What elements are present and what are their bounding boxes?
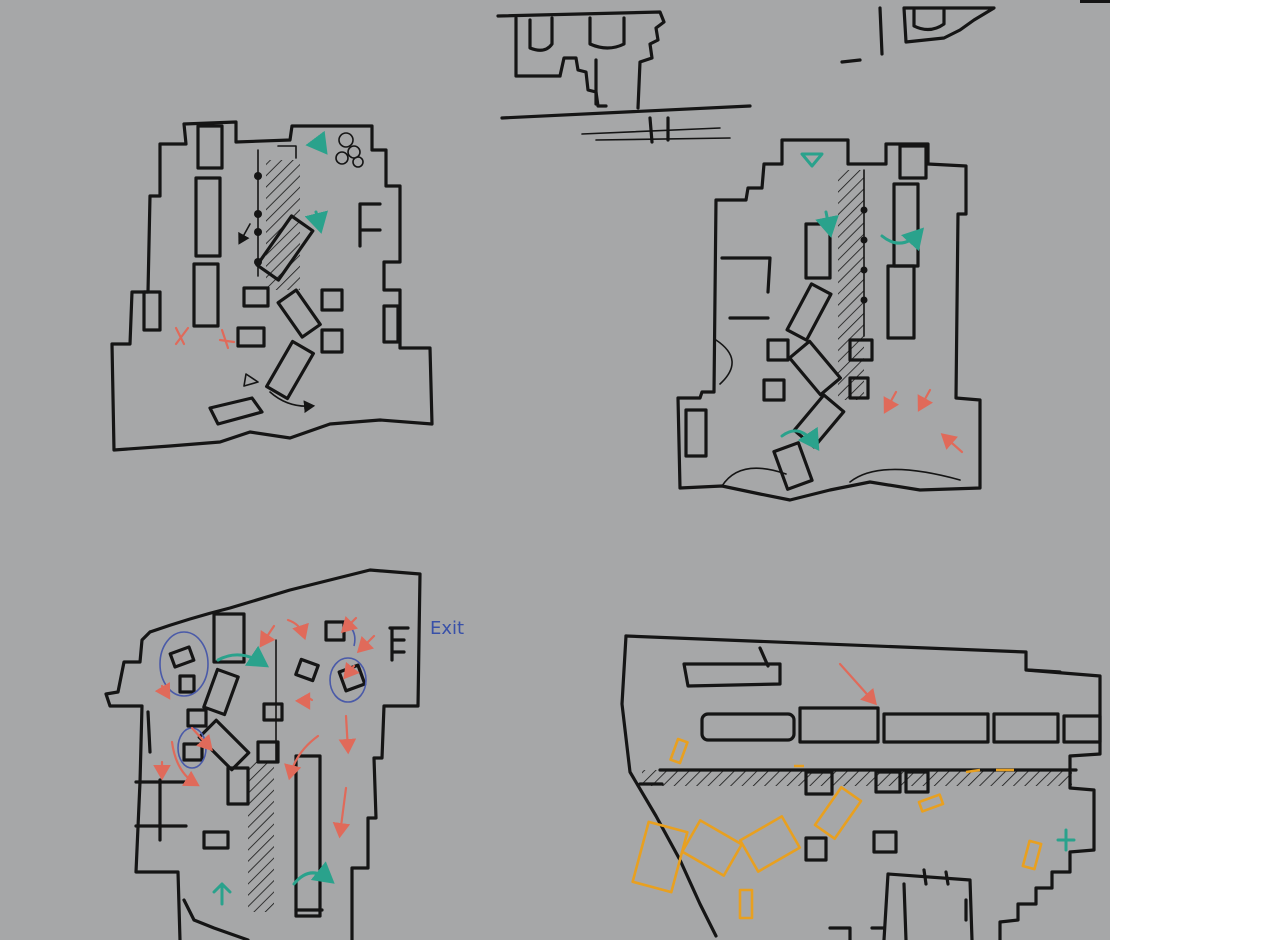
board-right-margin xyxy=(1110,0,1288,940)
board-top-edge xyxy=(1080,0,1110,3)
board-surface xyxy=(0,0,1110,940)
exit-label: Exit xyxy=(430,618,464,639)
